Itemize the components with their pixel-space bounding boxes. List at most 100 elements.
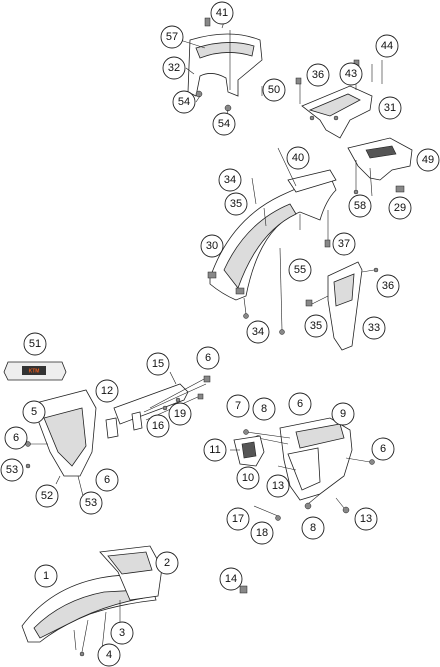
callout-13: 13 <box>354 507 378 531</box>
svg-text:43: 43 <box>345 68 357 80</box>
callout-8: 8 <box>301 516 325 540</box>
number-plate-bracket <box>295 59 383 139</box>
svg-text:9: 9 <box>340 408 346 420</box>
callout-55: 55 <box>288 258 312 282</box>
headlight-bracket <box>105 371 211 439</box>
svg-text:36: 36 <box>312 69 324 81</box>
callout-18: 18 <box>250 521 274 545</box>
svg-text:7: 7 <box>235 400 241 412</box>
svg-text:54: 54 <box>178 96 190 108</box>
svg-text:55: 55 <box>294 264 306 276</box>
svg-text:14: 14 <box>225 573 237 585</box>
callout-37: 37 <box>332 232 356 256</box>
tail-light-assembly <box>347 137 413 197</box>
callout-6: 6 <box>196 346 220 370</box>
callout-15: 15 <box>146 352 170 376</box>
svg-text:6: 6 <box>13 432 19 444</box>
speedo-bracket <box>230 435 265 467</box>
callout-30: 30 <box>200 234 224 258</box>
callout-35: 35 <box>304 314 328 338</box>
svg-text:54: 54 <box>218 118 230 130</box>
callout-34: 34 <box>218 168 242 192</box>
side-number-panel <box>305 261 379 351</box>
callout-53: 53 <box>79 491 103 515</box>
svg-text:3: 3 <box>119 627 125 639</box>
svg-text:37: 37 <box>338 238 350 250</box>
svg-text:10: 10 <box>242 472 254 484</box>
callout-49: 49 <box>416 148 440 172</box>
callout-40: 40 <box>286 146 310 170</box>
callout-6: 6 <box>4 426 28 450</box>
svg-text:8: 8 <box>310 522 316 534</box>
callout-35: 35 <box>224 192 248 216</box>
callout-36: 36 <box>376 274 400 298</box>
svg-text:4: 4 <box>106 649 112 661</box>
svg-text:44: 44 <box>381 40 393 52</box>
svg-text:34: 34 <box>224 174 236 186</box>
callout-50: 50 <box>262 78 286 102</box>
rear-fender <box>207 147 337 335</box>
callout-6: 6 <box>95 468 119 492</box>
svg-text:6: 6 <box>205 352 211 364</box>
callout-3: 3 <box>110 621 134 645</box>
svg-text:6: 6 <box>104 474 110 486</box>
callout-19: 19 <box>168 402 192 426</box>
svg-text:36: 36 <box>382 280 394 292</box>
callout-1: 1 <box>34 564 58 588</box>
callout-41: 41 <box>210 1 234 25</box>
svg-text:50: 50 <box>268 84 280 96</box>
svg-text:13: 13 <box>272 480 284 492</box>
callout-51: 51 <box>23 332 47 356</box>
instrument-cover <box>243 417 375 521</box>
clip-part <box>239 585 248 594</box>
rear-seat-cowl <box>179 33 263 97</box>
svg-text:29: 29 <box>394 202 406 214</box>
callout-10: 10 <box>236 466 260 490</box>
svg-text:1: 1 <box>43 570 49 582</box>
callout-12: 12 <box>95 379 119 403</box>
svg-text:17: 17 <box>232 513 244 525</box>
callout-58: 58 <box>348 194 372 218</box>
callout-44: 44 <box>375 34 399 58</box>
svg-text:11: 11 <box>209 444 220 456</box>
svg-text:8: 8 <box>261 403 267 415</box>
callout-16: 16 <box>146 414 170 438</box>
svg-text:12: 12 <box>101 385 113 397</box>
svg-text:13: 13 <box>360 513 372 525</box>
callout-7: 7 <box>226 394 250 418</box>
callout-29: 29 <box>388 196 412 220</box>
svg-text:15: 15 <box>152 358 164 370</box>
svg-text:57: 57 <box>166 31 178 43</box>
ktm-sticker: KTM <box>3 361 67 381</box>
svg-text:16: 16 <box>152 420 164 432</box>
svg-text:51: 51 <box>29 338 41 350</box>
svg-text:40: 40 <box>292 152 304 164</box>
callout-2: 2 <box>155 551 179 575</box>
svg-text:41: 41 <box>216 7 228 19</box>
svg-text:53: 53 <box>85 497 97 509</box>
callout-52: 52 <box>35 484 59 508</box>
svg-text:49: 49 <box>422 154 434 166</box>
callout-14: 14 <box>219 567 243 591</box>
front-fender <box>21 545 163 657</box>
svg-text:6: 6 <box>380 443 386 455</box>
callout-31: 31 <box>378 96 402 120</box>
svg-text:35: 35 <box>230 198 242 210</box>
svg-text:19: 19 <box>174 408 186 420</box>
svg-text:52: 52 <box>41 490 53 502</box>
svg-text:2: 2 <box>164 557 170 569</box>
svg-text:34: 34 <box>252 326 264 338</box>
headlight-mask <box>25 389 97 501</box>
callout-57: 57 <box>160 25 184 49</box>
svg-text:32: 32 <box>168 62 180 74</box>
svg-text:35: 35 <box>310 320 322 332</box>
svg-text:6: 6 <box>297 398 303 410</box>
svg-text:5: 5 <box>31 406 37 418</box>
callout-6: 6 <box>371 437 395 461</box>
callout-33: 33 <box>362 316 386 340</box>
callout-9: 9 <box>331 402 355 426</box>
svg-text:31: 31 <box>384 102 396 114</box>
callout-36: 36 <box>306 63 330 87</box>
callout-6: 6 <box>288 392 312 416</box>
callout-13: 13 <box>266 474 290 498</box>
